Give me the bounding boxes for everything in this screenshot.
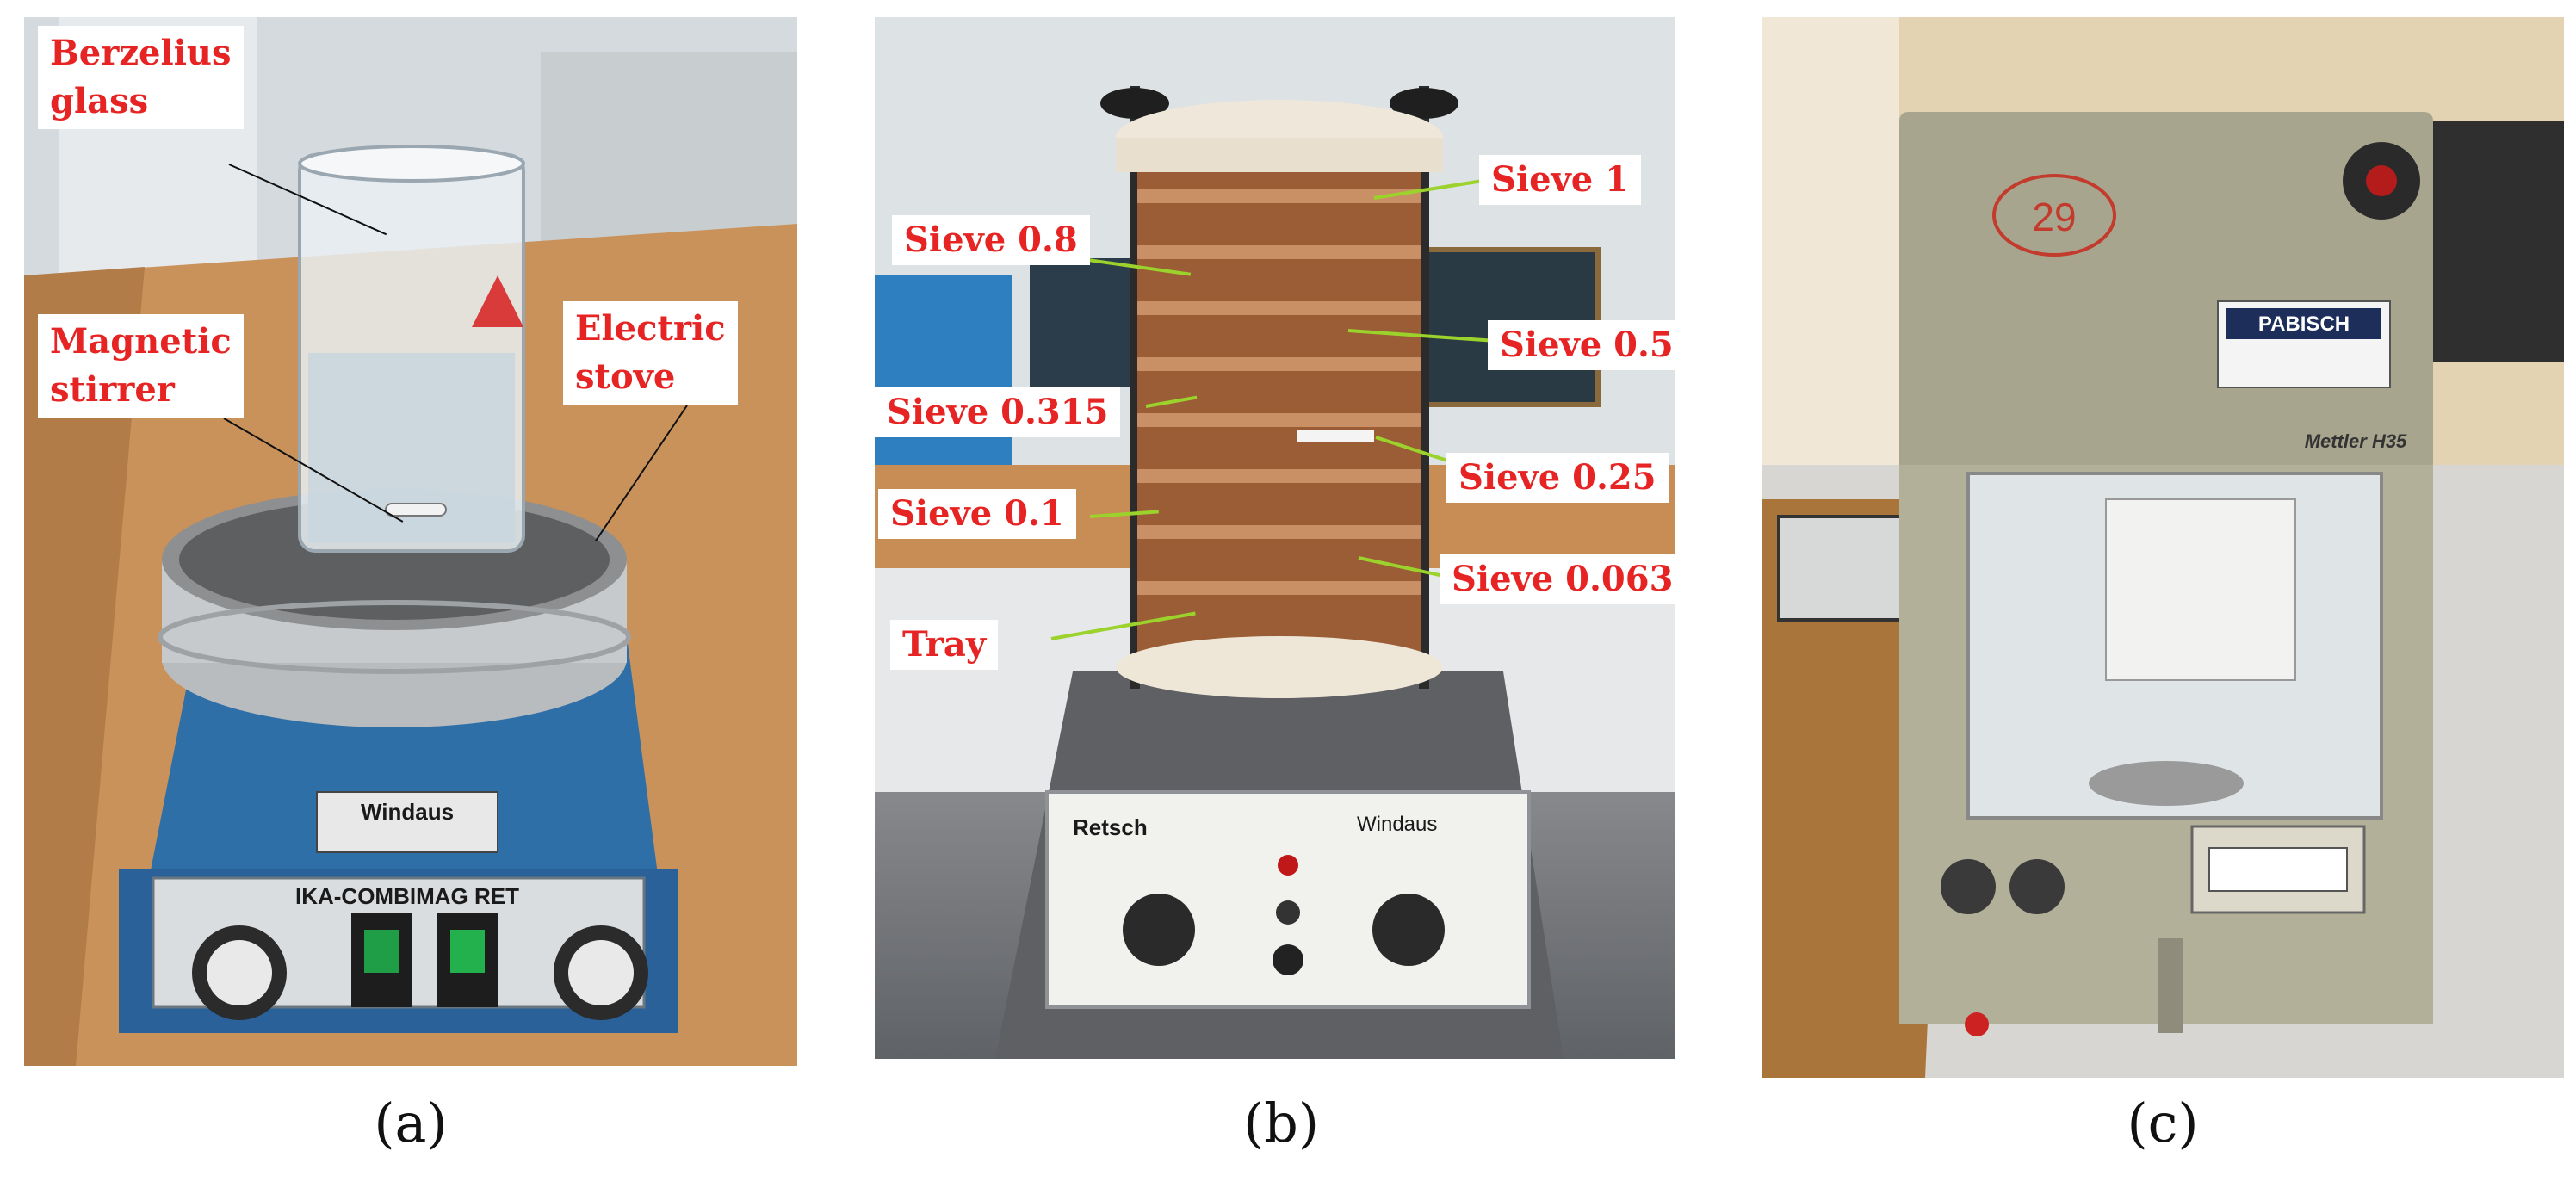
sieve-0-315-label: Sieve 0.315 [875,387,1121,437]
sieve-0-8-label: Sieve 0.8 [892,215,1090,265]
magnetic-stirrer-label-line-1: Magnetic [50,321,232,362]
photo-panel-a: Windaus IKA-COMBIMAG RET Berzelius glass… [24,17,797,1066]
tray-label: Tray [890,620,999,670]
caption-a: (a) [374,1092,448,1154]
windaus-plate-text: Windaus [361,799,454,825]
sieve-stack [1137,172,1421,663]
sieve-0-25-label: Sieve 0.25 [1446,453,1669,503]
electric-stove-label: Electric stove [563,301,738,405]
berzelius-glass-label: Berzelius glass [38,26,244,129]
magnetic-stirrer-label: Magnetic stirrer [38,314,244,418]
caption-b: (b) [1242,1092,1320,1154]
sieve-shaker-photo: Retsch Windaus [875,17,1675,1059]
mettler-model-text: Mettler H35 [2305,430,2407,452]
sieve-0-1-label: Sieve 0.1 [878,489,1076,539]
photo-panel-c: 29 PABISCH Mettler H35 [1762,17,2564,1078]
sieve-0-5-label: Sieve 0.5 [1488,320,1675,370]
sieve-1-label: Sieve 1 [1479,155,1641,205]
magnetic-stirrer-photo: Windaus IKA-COMBIMAG RET [24,17,797,1066]
photo-panel-b: Retsch Windaus [875,17,1675,1059]
combimag-plate-text: IKA-COMBIMAG RET [295,883,519,909]
sieve-0-063-label: Sieve 0.063 [1440,554,1675,604]
windaus-sticker-text: Windaus [1357,813,1437,836]
electric-stove-label-line-2: stove [575,356,676,397]
caption-c: (c) [2127,1092,2199,1154]
analytical-balance-photo: 29 PABISCH Mettler H35 [1762,17,2564,1078]
berzelius-glass-label-line-2: glass [50,81,149,121]
handwritten-number: 29 [2032,195,2076,239]
electric-stove-label-line-1: Electric [575,308,726,349]
magnetic-stirrer-label-line-2: stirrer [50,369,175,410]
retsch-brand-text: Retsch [1073,814,1148,840]
pabisch-brand-text: PABISCH [2258,312,2350,336]
berzelius-glass-label-line-1: Berzelius [50,33,232,73]
